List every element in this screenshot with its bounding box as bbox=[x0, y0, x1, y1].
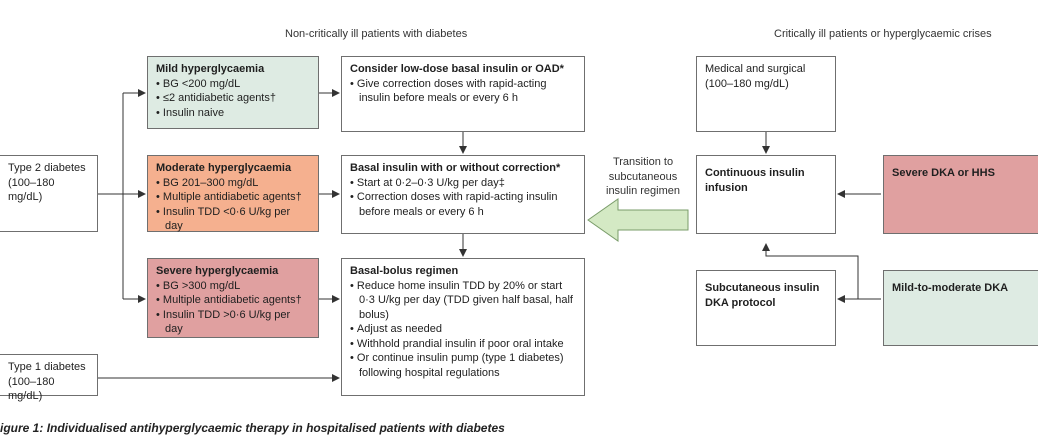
basal-title: Basal insulin with or without correction… bbox=[350, 162, 561, 174]
subcutaneous-dka-box: Subcutaneous insulin DKA protocol bbox=[696, 270, 836, 346]
severe-item: Insulin TDD >0·6 U/kg per day bbox=[156, 308, 310, 337]
figure-caption: igure 1: Individualised antihyperglycaem… bbox=[0, 421, 505, 435]
type2-label: Type 2 diabetes bbox=[8, 162, 86, 174]
mild-hyperglycaemia-box: Mild hyperglycaemia BG <200 mg/dL ≤2 ant… bbox=[147, 56, 319, 129]
continuous-insulin-box: Continuous insulin infusion bbox=[696, 155, 836, 234]
medical-surgical-box: Medical and surgical (100–180 mg/dL) bbox=[696, 56, 836, 132]
subcut-line1: Subcutaneous insulin bbox=[705, 282, 820, 294]
mild-item: BG <200 mg/dL bbox=[156, 77, 310, 92]
medical-label: Medical and surgical bbox=[705, 63, 806, 75]
caption-text: Individualised antihyperglycaemic therap… bbox=[46, 421, 505, 435]
severe-item: Multiple antidiabetic agents† bbox=[156, 293, 310, 308]
mild-item: ≤2 antidiabetic agents† bbox=[156, 91, 310, 106]
bolus-item: Withhold prandial insulin if poor oral i… bbox=[350, 337, 576, 352]
medical-target: (100–180 mg/dL) bbox=[705, 77, 789, 90]
bolus-item: Reduce home insulin TDD by 20% or start … bbox=[350, 279, 576, 323]
basal-bolus-box: Basal-bolus regimen Reduce home insulin … bbox=[341, 258, 585, 396]
consider-basal-box: Consider low-dose basal insulin or OAD* … bbox=[341, 56, 585, 132]
type2-diabetes-box: Type 2 diabetes (100–180 mg/dL) bbox=[0, 155, 98, 232]
type2-target: (100–180 mg/dL) bbox=[8, 176, 55, 204]
subcut-line2: DKA protocol bbox=[705, 296, 776, 309]
moderate-hyperglycaemia-box: Moderate hyperglycaemia BG 201–300 mg/dL… bbox=[147, 155, 319, 232]
consider-item: Give correction doses with rapid-acting … bbox=[350, 77, 576, 106]
continuous-line2: infusion bbox=[705, 181, 748, 194]
type1-target: (100–180 mg/dL) bbox=[8, 375, 55, 403]
consider-title: Consider low-dose basal insulin or OAD* bbox=[350, 63, 564, 75]
basal-insulin-box: Basal insulin with or without correction… bbox=[341, 155, 585, 234]
heading-critical: Critically ill patients or hyperglycaemi… bbox=[774, 28, 992, 40]
type1-label: Type 1 diabetes bbox=[8, 361, 86, 373]
transition-arrow bbox=[587, 198, 689, 242]
severe-title: Severe hyperglycaemia bbox=[156, 265, 279, 277]
severe-dka-box: Severe DKA or HHS bbox=[883, 155, 1038, 234]
transition-label: Transition to subcutaneous insulin regim… bbox=[606, 156, 680, 197]
severe-hyperglycaemia-box: Severe hyperglycaemia BG >300 mg/dL Mult… bbox=[147, 258, 319, 338]
moderate-item: BG 201–300 mg/dL bbox=[156, 176, 310, 191]
caption-label: igure 1: bbox=[0, 421, 44, 435]
line-mild-dka-up bbox=[762, 243, 859, 299]
mild-item: Insulin naive bbox=[156, 106, 310, 121]
moderate-item: Multiple antidiabetic agents† bbox=[156, 190, 310, 205]
continuous-line1: Continuous insulin bbox=[705, 167, 805, 179]
basal-item: Start at 0·2–0·3 U/kg per day‡ bbox=[350, 176, 576, 191]
heading-non-critical: Non-critically ill patients with diabete… bbox=[285, 28, 468, 40]
bolus-title: Basal-bolus regimen bbox=[350, 265, 459, 277]
severe-dka-label: Severe DKA or HHS bbox=[892, 167, 995, 179]
moderate-title: Moderate hyperglycaemia bbox=[156, 162, 292, 174]
severe-item: BG >300 mg/dL bbox=[156, 279, 310, 294]
mild-title: Mild hyperglycaemia bbox=[156, 63, 265, 75]
type1-diabetes-box: Type 1 diabetes (100–180 mg/dL) bbox=[0, 354, 98, 402]
basal-item: Correction doses with rapid-acting insul… bbox=[350, 190, 576, 219]
moderate-item: Insulin TDD <0·6 U/kg per day bbox=[156, 205, 310, 234]
mild-dka-label: Mild-to-moderate DKA bbox=[892, 282, 1009, 294]
mild-dka-box: Mild-to-moderate DKA bbox=[883, 270, 1038, 346]
bolus-item: Or continue insulin pump (type 1 diabete… bbox=[350, 351, 576, 380]
bolus-item: Adjust as needed bbox=[350, 322, 576, 337]
